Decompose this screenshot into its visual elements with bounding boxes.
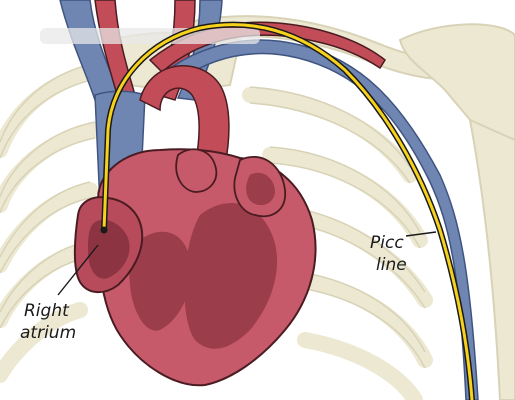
- left-atrium-shade: [246, 172, 275, 206]
- picc-line-label-line1: Picc: [370, 233, 404, 253]
- right-atrium-label-line1: Right: [24, 301, 70, 321]
- neck-overlay: [40, 28, 260, 44]
- humerus: [468, 118, 515, 400]
- pulmonary-trunk: [175, 148, 218, 193]
- picc-tip: [100, 226, 108, 234]
- picc-line-label-line2: line: [376, 255, 407, 275]
- right-atrium-label-line2: atrium: [20, 323, 76, 343]
- right-ventricle-shade: [129, 231, 191, 331]
- right-atrium-leader: [57, 244, 99, 296]
- left-ventricle-shade: [184, 203, 278, 349]
- picc-line-fill: [102, 23, 474, 400]
- heart: [73, 148, 317, 387]
- picc-catheter: [100, 21, 475, 400]
- ribs-right: [242, 87, 433, 400]
- right-atrium-inner: [88, 219, 130, 279]
- annotations: Right atrium Picc line: [20, 231, 437, 343]
- ribs-left: [0, 62, 108, 383]
- picc-line-leader: [405, 231, 437, 237]
